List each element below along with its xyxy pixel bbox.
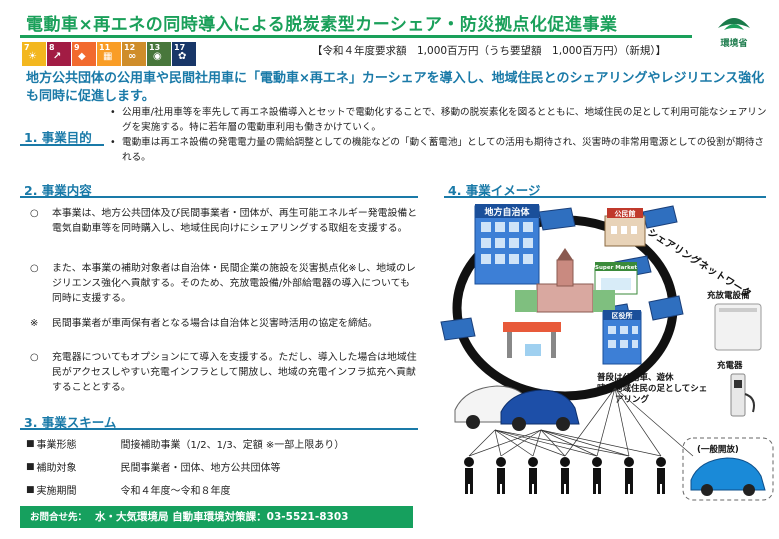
purpose-heading-line: [20, 144, 104, 146]
purpose-list: 公用車/社用車等を率先して再エネ設備導入とセットで電動化することで、移動の脱炭素…: [110, 106, 768, 166]
sharing-note-text: 普段は公用車、遊休時は地域住民の足としてシェアリング: [597, 372, 707, 405]
ward-office-label: 区役所: [612, 311, 633, 320]
content-heading: 2. 事業内容: [24, 183, 92, 198]
scheme-label: 補助対象: [36, 463, 77, 474]
ward-office-icon: [602, 310, 642, 365]
contact-label: お問合せ先：: [30, 512, 88, 523]
sdg-number: 12: [124, 43, 136, 52]
scheme-value: 間接補助事業（1/2、1/3、定額 ※一部上限あり）: [120, 440, 345, 451]
scheme-value: 民間事業者・団体、地方公共団体等: [120, 463, 281, 474]
content-text: また、本事業の補助対象者は自治体・民間企業の施設を災害拠点化※し、地域のレジリエ…: [52, 263, 416, 304]
scheme-label: 事業形態: [36, 440, 77, 451]
scheme-row: ■ 実施期間 令和４年度～令和８年度: [26, 482, 231, 498]
scheme-value: 令和４年度～令和８年度: [120, 486, 231, 497]
sdg-number: 7: [24, 43, 30, 52]
charge-discharge-unit-icon: [714, 303, 762, 351]
charger-label: 充電器: [717, 360, 743, 371]
scheme-row: ■ 補助対象 民間事業者・団体、地方公共団体等: [26, 459, 281, 475]
charge-discharge-label: 充放電設備: [707, 290, 750, 301]
content-item: ○ 充電器についてもオプションにて導入を支援する。ただし、導入した場合は地域住民…: [26, 350, 418, 395]
infinity-icon: ∞: [128, 51, 137, 62]
budget-line: 【令和４年度要求額 1,000百万円（うち要望額 1,000百万円）（新規）】: [312, 45, 667, 57]
blue-ev-car-icon: [500, 389, 580, 431]
local-gov-building-icon: [474, 204, 540, 285]
sdg-7-tile: 7☀: [22, 42, 46, 66]
content-text: 充電器についてもオプションにて導入を支援する。ただし、導入した場合は地域住民がア…: [52, 352, 417, 393]
purpose-heading: 1. 事業目的: [24, 130, 92, 145]
flower-icon: ✿: [178, 51, 187, 62]
content-text: 民間事業者が車両保有者となる場合は自治体と災害時活用の協定を締結。: [52, 318, 378, 329]
sdg-11-tile: 11▦: [97, 42, 121, 66]
ministry-logo: 環境省: [708, 8, 760, 49]
sdg-12-tile: 12∞: [122, 42, 146, 66]
content-text: 本事業は、地方公共団体及び民間事業者・団体が、再生可能エネルギー発電設備と電気自…: [52, 208, 418, 234]
ministry-label: 環境省: [720, 39, 748, 49]
square-bullet-icon: ■: [26, 461, 35, 472]
public-hall-label: 公民館: [615, 209, 636, 218]
people-icons: [464, 457, 666, 494]
sun-icon: ☀: [28, 51, 37, 62]
scheme-heading: 3. 事業スキーム: [24, 415, 117, 430]
city-icon: ▦: [103, 51, 113, 62]
local-gov-label: 地方自治体: [484, 206, 530, 218]
scheme-row: ■ 事業形態 間接補助事業（1/2、1/3、定額 ※一部上限あり）: [26, 436, 345, 452]
content-marker: ○: [30, 352, 39, 363]
lead-text: 地方公共団体の公用車や民間社用車に「電動車×再エネ」カーシェアを導入し、地域住民…: [26, 71, 765, 104]
content-marker: ※: [30, 318, 39, 329]
title-underline: [20, 35, 692, 38]
contact-bar: お問合せ先： 水・大気環境局 自動車環境対策課：03-5521-8303: [20, 506, 413, 528]
charger-icon: [730, 373, 755, 417]
central-building-icon: [515, 248, 615, 313]
image-heading: 4. 事業イメージ: [448, 183, 541, 198]
content-item: ※ 民間事業者が車両保有者となる場合は自治体と災害時活用の協定を締結。: [26, 316, 418, 331]
public-open-label: (一般開放): [697, 444, 739, 455]
image-heading-line: [444, 196, 766, 198]
sdg-13-tile: 13◉: [147, 42, 171, 66]
sdg-17-tile: 17✿: [172, 42, 196, 66]
purpose-item: 電動車は再エネ設備の発電電力量の需給調整としての機能などの「動く蓄電池」としての…: [110, 136, 768, 165]
content-marker: ○: [30, 208, 39, 219]
square-bullet-icon: ■: [26, 484, 35, 495]
square-bullet-icon: ■: [26, 438, 35, 449]
project-illustration: 地方自治体 公民館 Super Market 区役所 シェアリングネットワーク …: [440, 204, 774, 501]
content-item: ○ また、本事業の補助対象者は自治体・民間企業の施設を災害拠点化※し、地域のレジ…: [26, 261, 418, 306]
public-hall-icon: [604, 208, 646, 247]
content-heading-line: [20, 196, 418, 198]
contact-text: 水・大気環境局 自動車環境対策課：03-5521-8303: [95, 511, 349, 523]
sdg-8-tile: 8↗: [47, 42, 71, 66]
cube-icon: ◆: [78, 51, 86, 62]
public-open-frame: [682, 437, 774, 501]
leaf-logo-icon: [718, 18, 750, 30]
purpose-item: 公用車/社用車等を率先して再エネ設備導入とセットで電動化することで、移動の脱炭素…: [110, 106, 768, 135]
sdg-number: 11: [99, 43, 111, 52]
sdg-number: 9: [74, 43, 80, 52]
sdg-9-tile: 9◆: [72, 42, 96, 66]
sdg-number: 17: [174, 43, 186, 52]
sdg-number: 13: [149, 43, 161, 52]
content-marker: ○: [30, 263, 39, 274]
charging-station-icon: [503, 322, 561, 358]
scheme-heading-line: [20, 428, 418, 430]
chart-icon: ↗: [53, 51, 62, 62]
content-item: ○ 本事業は、地方公共団体及び民間事業者・団体が、再生可能エネルギー発電設備と電…: [26, 206, 418, 236]
supermarket-icon: [594, 262, 638, 295]
scheme-label: 実施期間: [36, 486, 77, 497]
eye-icon: ◉: [153, 51, 162, 62]
supermarket-label: Super Market: [595, 265, 637, 271]
network-lines: [468, 387, 694, 457]
sdg-icons: 7☀8↗9◆11▦12∞13◉17✿: [22, 42, 196, 66]
blue-ev-public-car-icon: [690, 457, 766, 496]
page-title: 電動車×再エネの同時導入による脱炭素型カーシェア・防災拠点化促進事業: [26, 15, 618, 35]
sdg-number: 8: [49, 43, 55, 52]
